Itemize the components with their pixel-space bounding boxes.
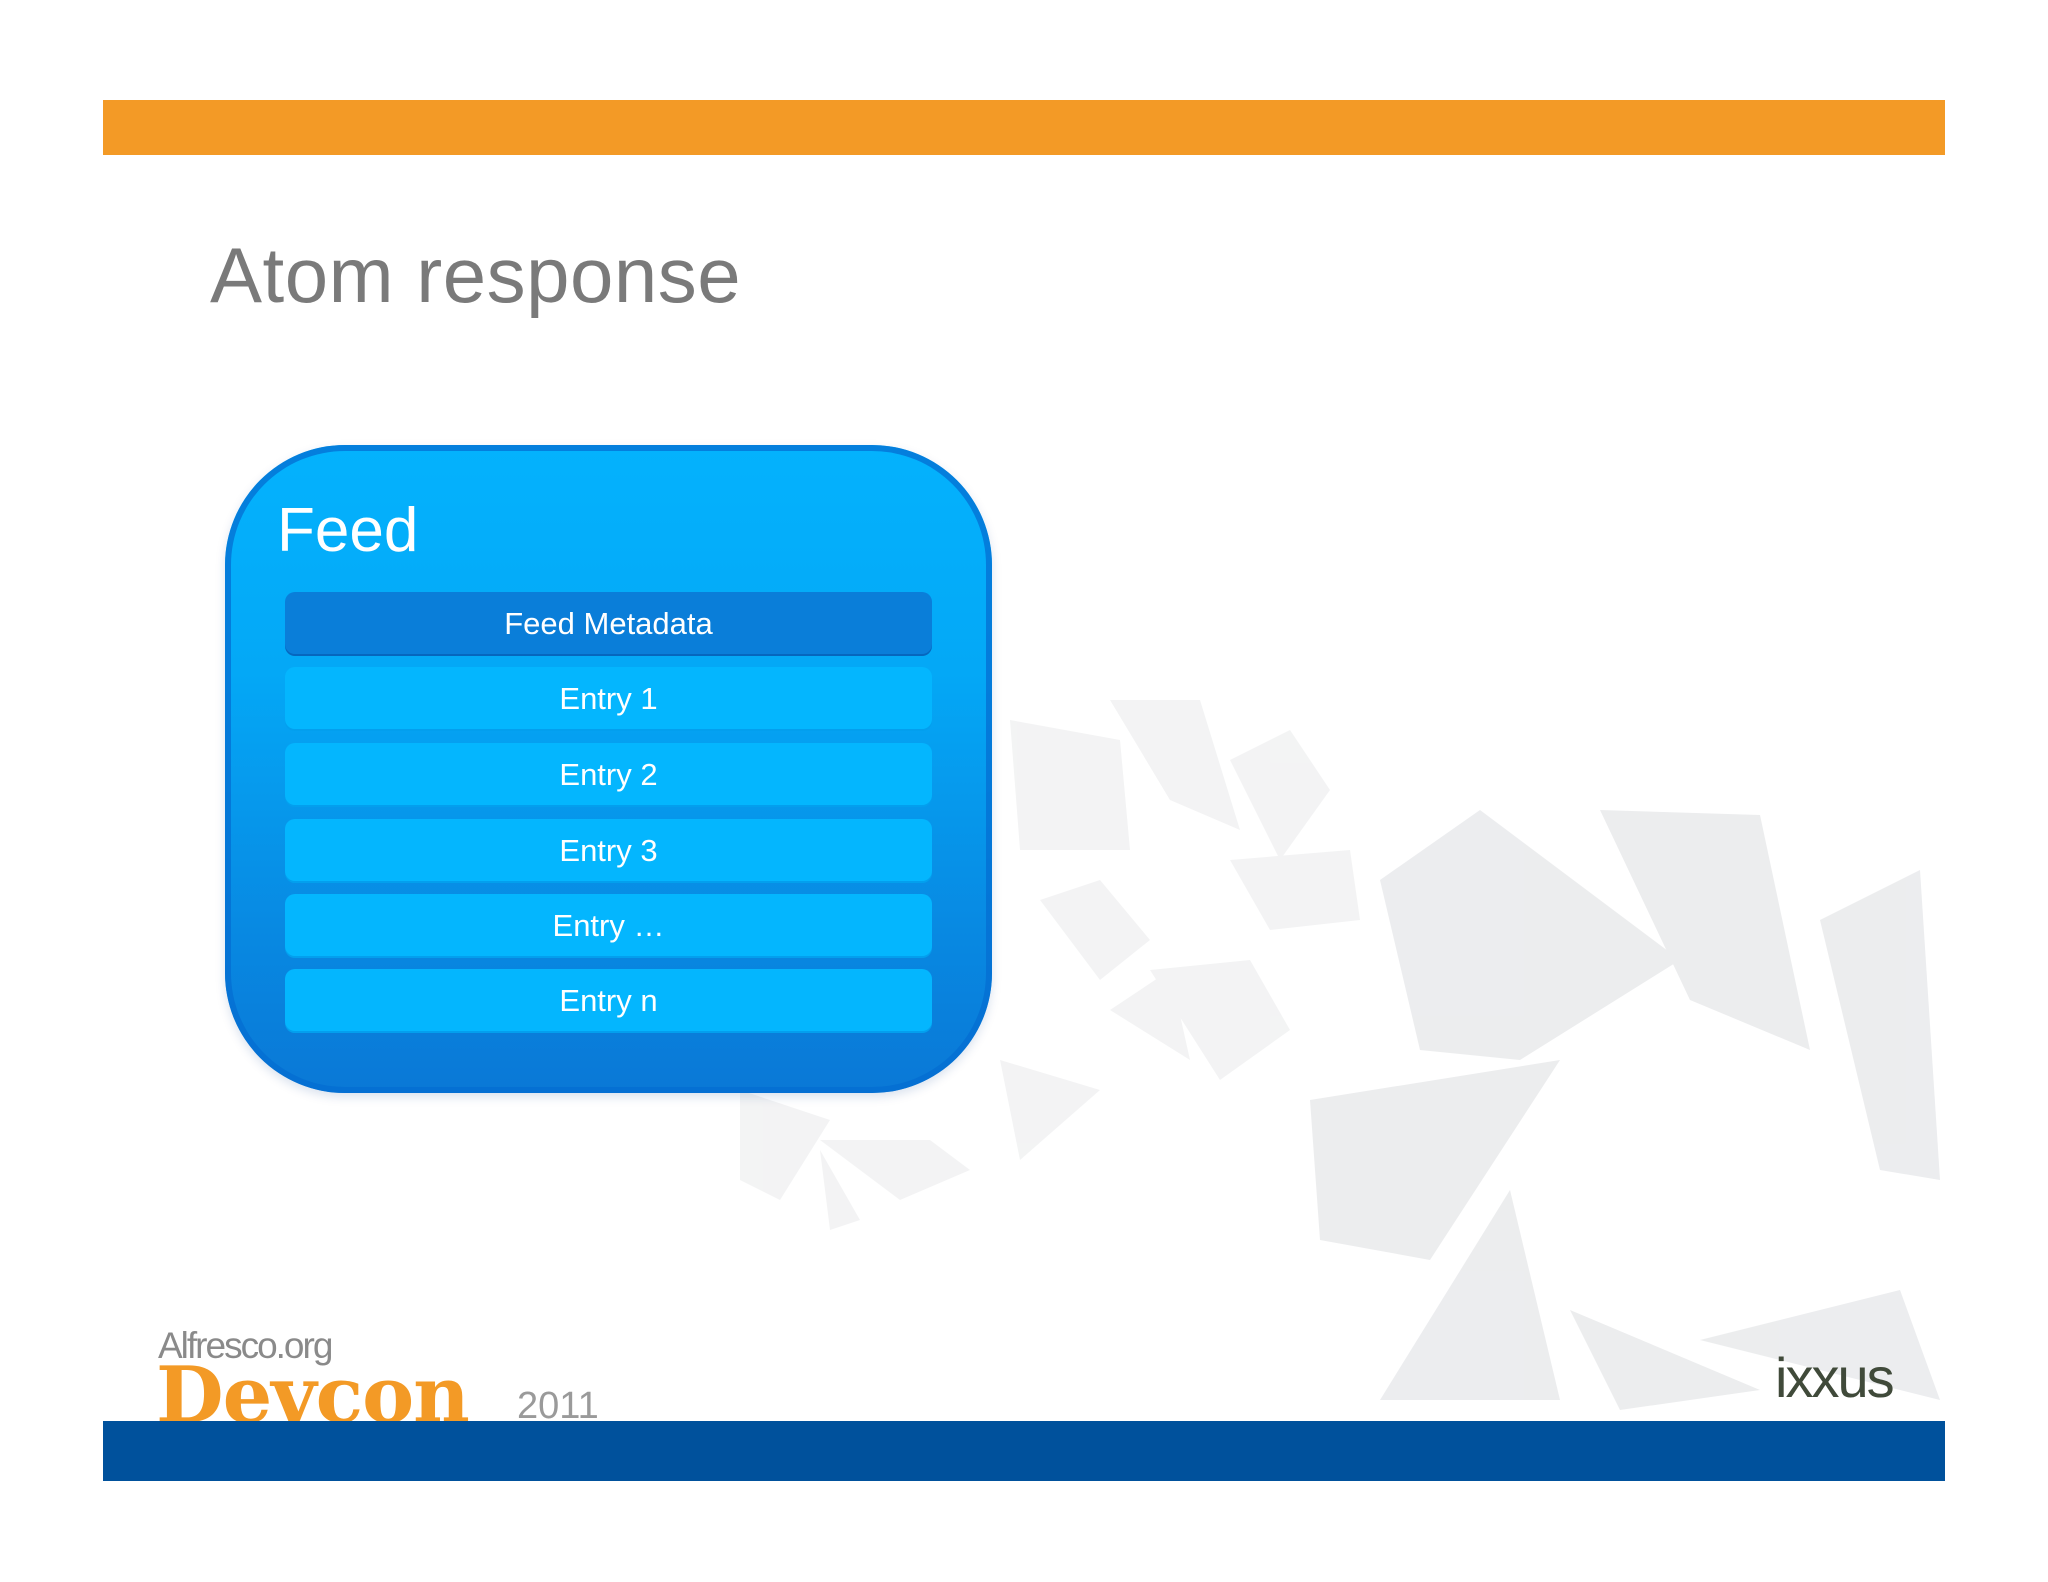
alfresco-logo: Alfresco.org	[158, 1325, 333, 1366]
entry-label: Entry 1	[559, 681, 658, 716]
entry-row-ellipsis: Entry …	[285, 894, 932, 958]
feed-metadata-row: Feed Metadata	[285, 592, 932, 656]
feed-metadata-label: Feed Metadata	[504, 606, 713, 641]
entry-label: Entry …	[552, 908, 665, 943]
ixxus-logo: ixxus	[1775, 1346, 1895, 1409]
entry-row-1: Entry 1	[285, 667, 932, 731]
entry-label: Entry 3	[559, 833, 658, 868]
entry-row-3: Entry 3	[285, 819, 932, 883]
top-accent-bar	[103, 100, 1945, 155]
entry-row-2: Entry 2	[285, 743, 932, 807]
devcon-year: 2011	[517, 1385, 599, 1427]
entry-label: Entry 2	[559, 757, 658, 792]
entry-label: Entry n	[559, 983, 658, 1018]
feed-label: Feed	[277, 496, 419, 565]
slide-title: Atom response	[210, 231, 742, 319]
bottom-accent-bar	[103, 1421, 1945, 1481]
feed-container: Feed Feed Metadata Entry 1 Entry 2 Entry…	[225, 445, 992, 1093]
entry-row-n: Entry n	[285, 969, 932, 1033]
